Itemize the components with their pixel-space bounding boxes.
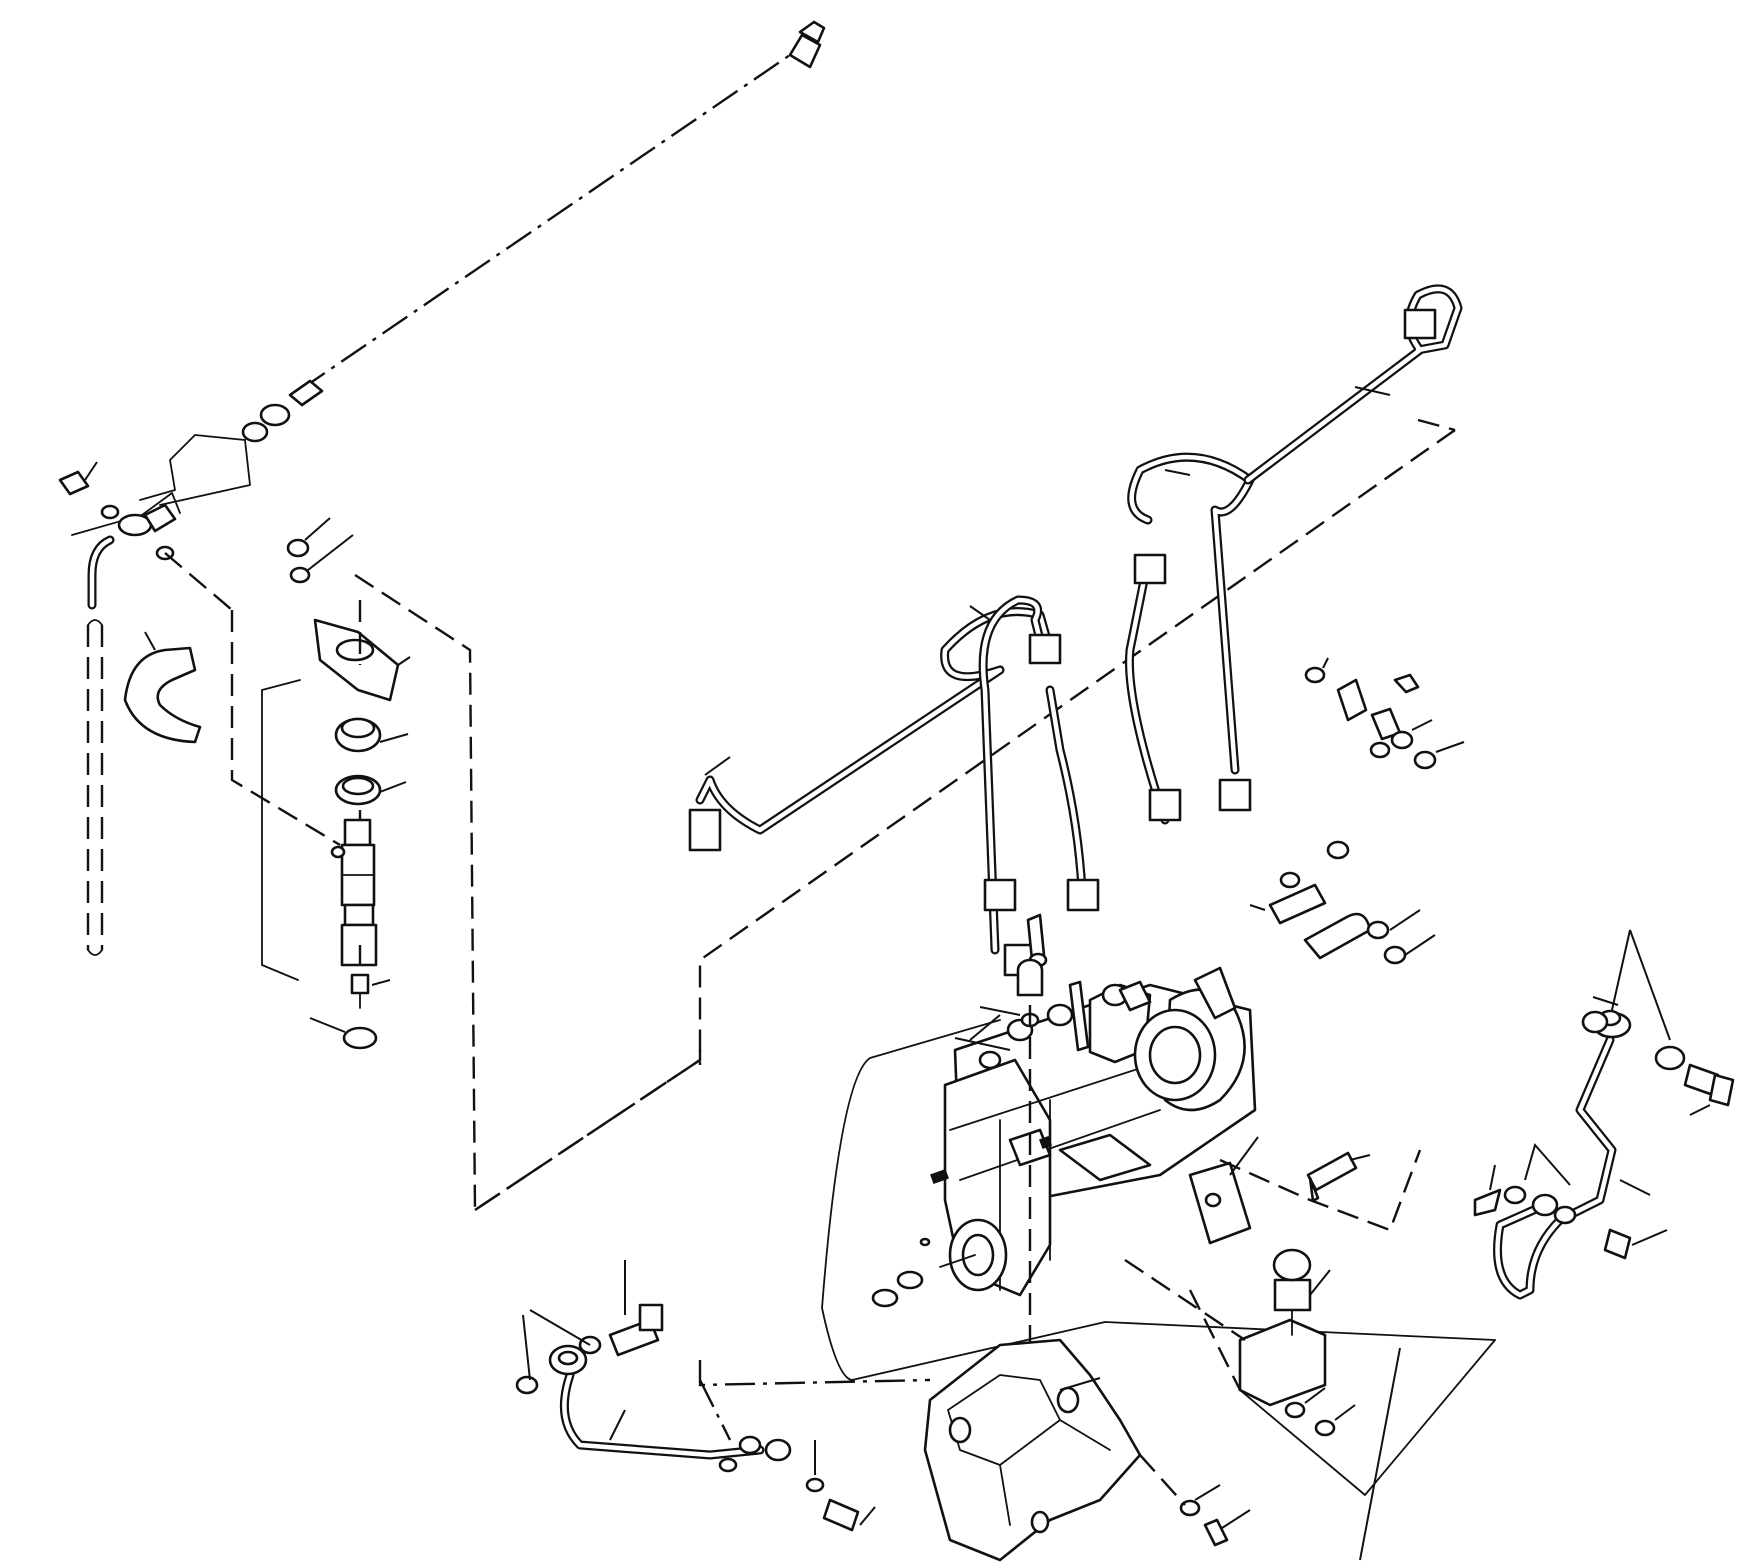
routing-lines-left (354, 573, 702, 1213)
fuel-injection-pump (821, 913, 1496, 1561)
fuel-filter-adapter (1124, 1136, 1496, 1496)
fuel-outlet-pipe (1473, 929, 1735, 1300)
pump-bracket (923, 1338, 1251, 1562)
nozzle-holder-assembly (164, 517, 411, 1050)
fuel-hose (86, 619, 104, 956)
mounting-plate (1219, 1149, 1422, 1232)
injection-pipe-set (688, 284, 1463, 1065)
overflow-pipe (139, 20, 826, 506)
pipe-clamps (1249, 657, 1465, 965)
delivery-valve (954, 958, 1044, 1535)
hose-clamp (123, 631, 202, 744)
overflow-tee (58, 461, 181, 610)
fuel-inlet-pipe (515, 1260, 931, 1532)
